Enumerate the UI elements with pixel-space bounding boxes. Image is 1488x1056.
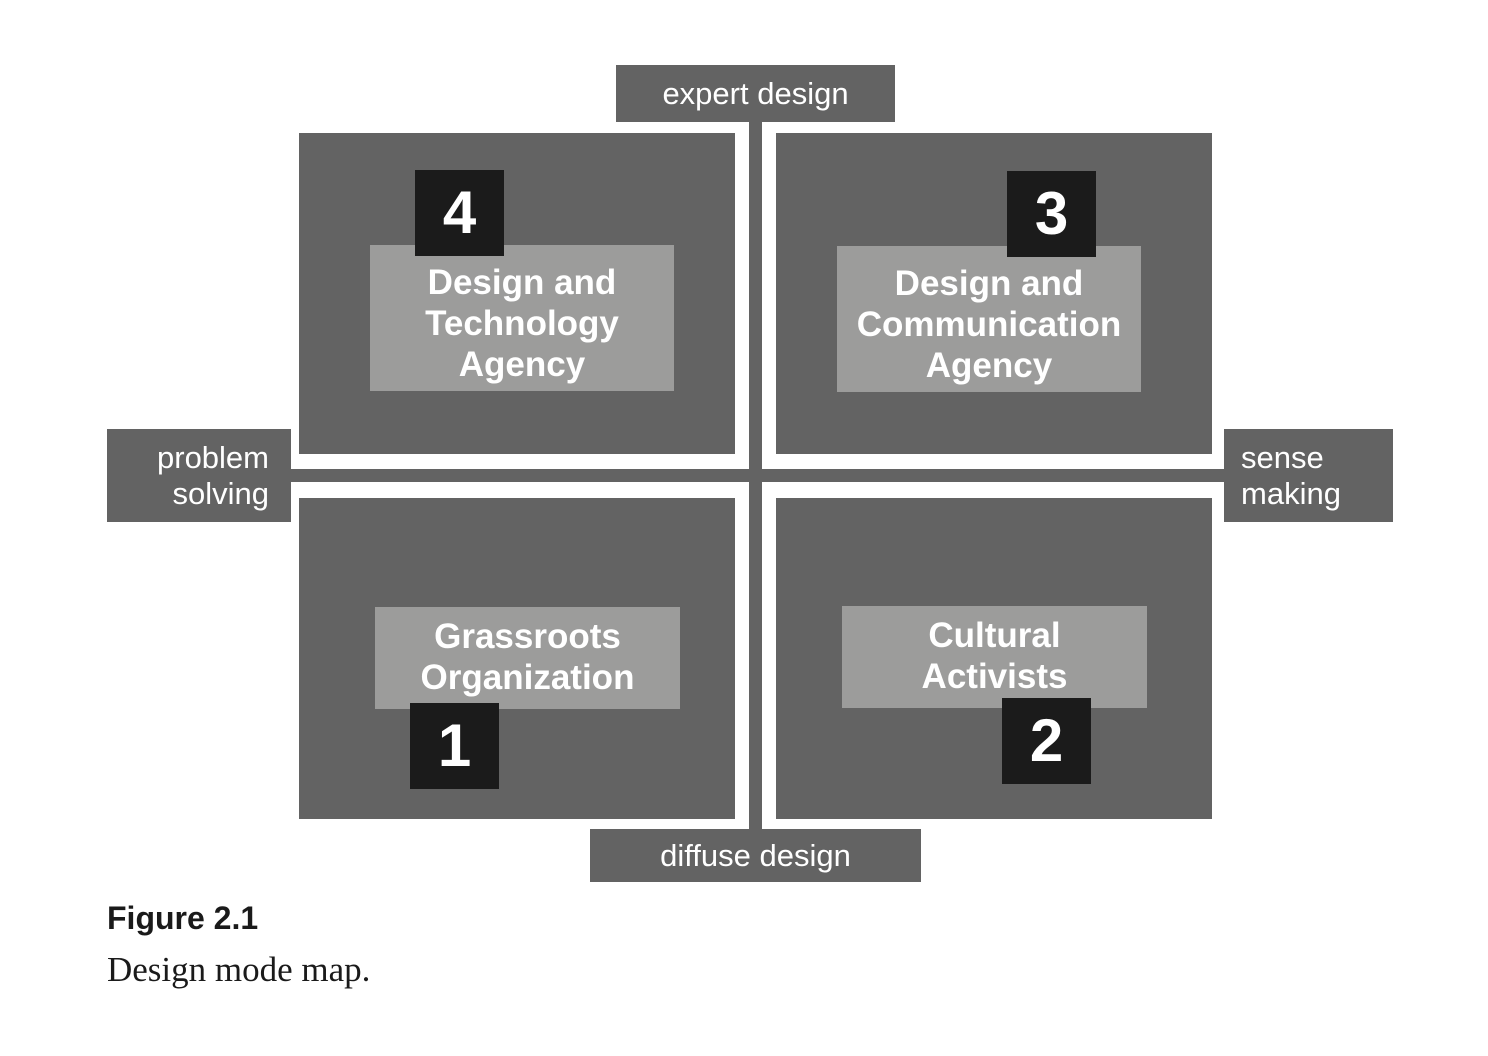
quadrant-4-label-box: Design and Technology Agency — [370, 245, 674, 391]
axis-label-right-line-1: sense — [1241, 440, 1324, 475]
axis-label-bottom: diffuse design — [590, 829, 921, 882]
quadrant-2-number: 2 — [1029, 707, 1064, 774]
quadrant-2-line-1: Cultural — [928, 616, 1061, 655]
axis-label-bottom-text: diffuse design — [660, 838, 851, 873]
axis-label-right: sense making — [1224, 429, 1393, 522]
quadrant-1-line-2: Organization — [420, 658, 635, 697]
quadrant-4-number: 4 — [442, 179, 477, 246]
quadrant-3-line-3: Agency — [925, 346, 1053, 385]
quadrant-4-number-badge: 4 — [415, 170, 504, 256]
quadrant-1-line-1: Grassroots — [434, 617, 621, 656]
horizontal-axis-line — [290, 469, 1226, 482]
quadrant-1-number: 1 — [437, 712, 472, 779]
quadrant-3-number: 3 — [1034, 180, 1069, 247]
axis-label-top-text: expert design — [662, 76, 849, 111]
quadrant-3-line-2: Communication — [856, 305, 1122, 344]
quadrant-3-number-badge: 3 — [1007, 171, 1096, 257]
quadrant-4-line-1: Design and — [427, 263, 617, 302]
quadrant-1-number-badge: 1 — [410, 703, 499, 789]
axis-label-left: problem solving — [107, 429, 291, 522]
figure-caption: Design mode map. — [107, 950, 371, 989]
quadrant-2-label-box: Cultural Activists — [842, 606, 1147, 708]
figure-label: Figure 2.1 — [107, 900, 259, 936]
quadrant-1-label-box: Grassroots Organization — [375, 607, 680, 709]
quadrant-3-line-1: Design and — [894, 264, 1084, 303]
quadrant-4-line-3: Agency — [458, 345, 586, 384]
axis-label-left-line-1: problem — [157, 440, 269, 475]
quadrant-2-line-2: Activists — [921, 657, 1068, 696]
axis-label-left-line-2: solving — [172, 476, 270, 511]
axis-label-top: expert design — [616, 65, 895, 122]
axis-label-right-line-2: making — [1241, 476, 1341, 511]
quadrant-3-label-box: Design and Communication Agency — [837, 246, 1141, 392]
quadrant-2-number-badge: 2 — [1002, 698, 1091, 784]
quadrant-4-line-2: Technology — [425, 304, 619, 343]
